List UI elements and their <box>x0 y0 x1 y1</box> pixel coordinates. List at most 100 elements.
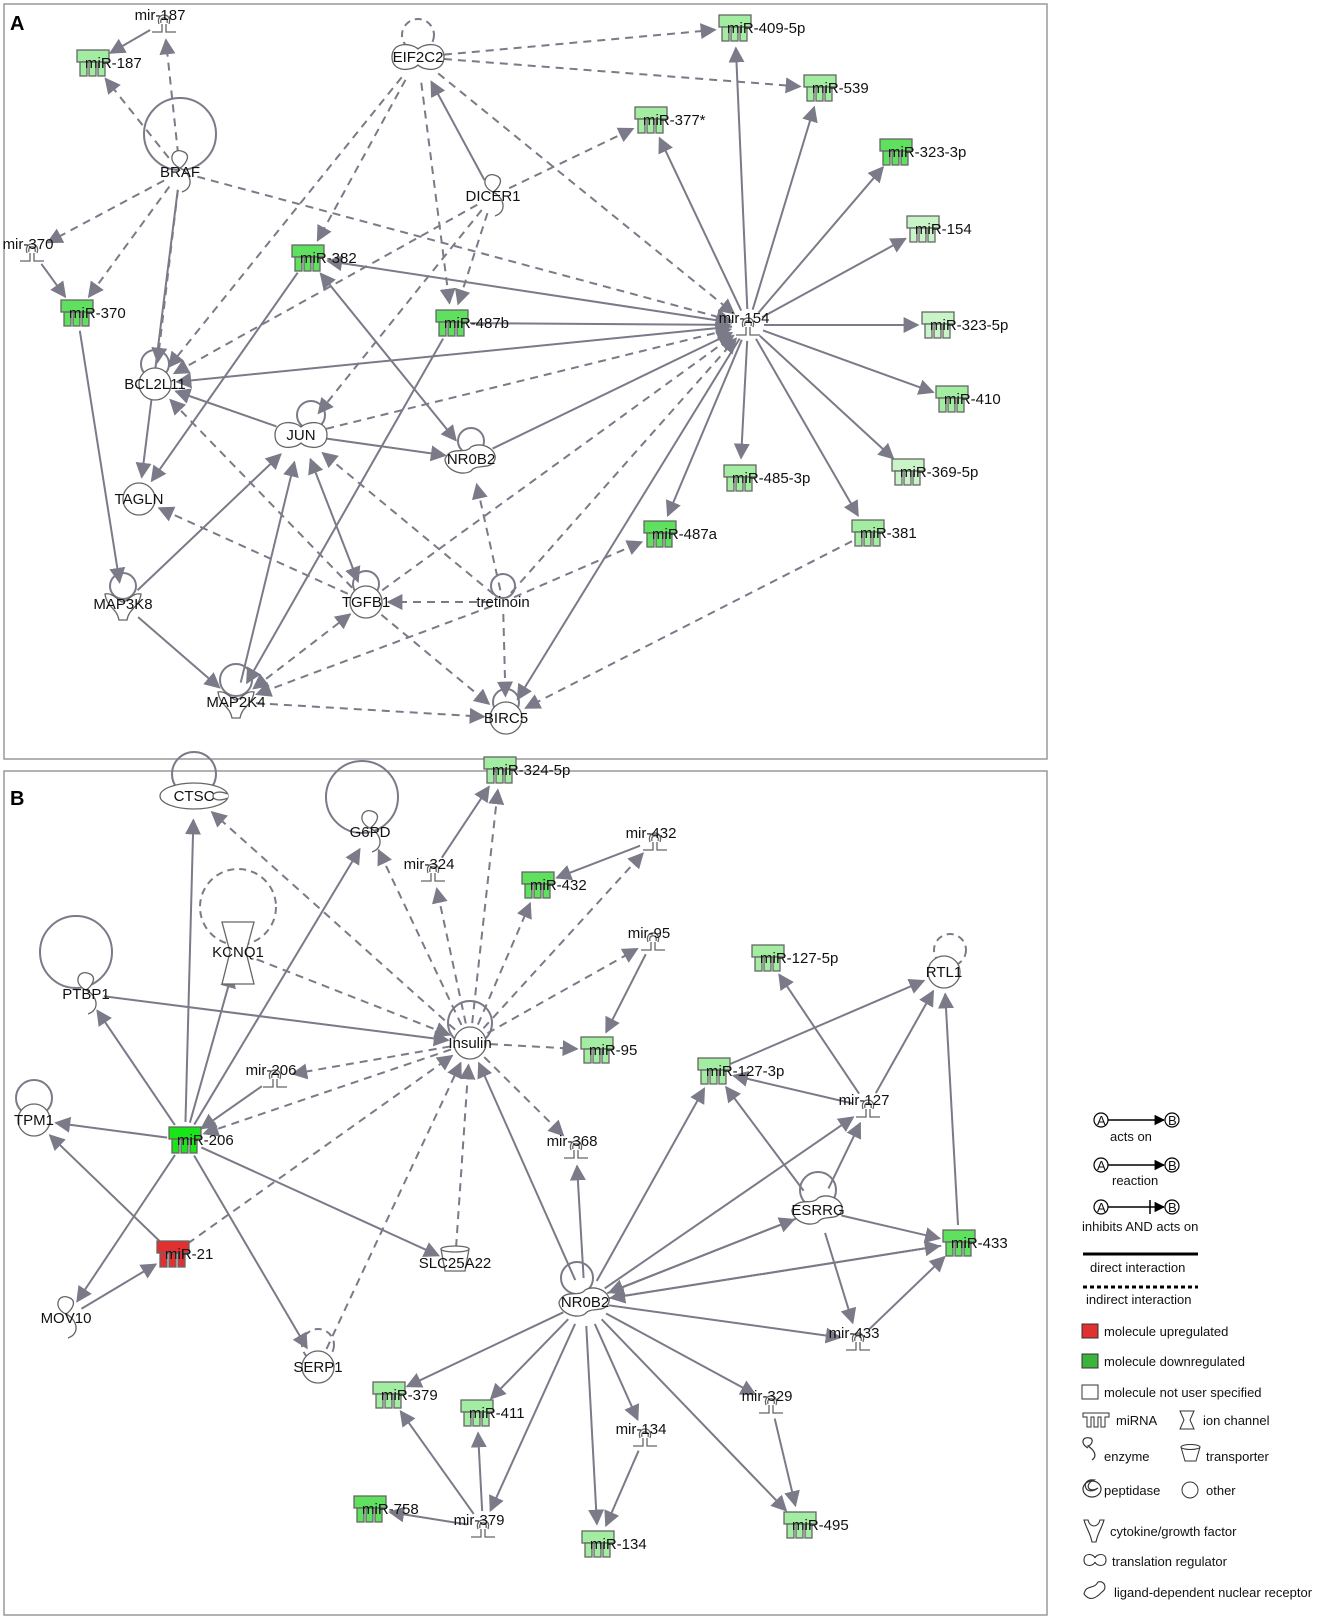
node-label: KCNQ1 <box>212 944 264 961</box>
node-label: JUN <box>286 427 315 444</box>
indirect-edge <box>252 613 352 690</box>
node-label: NR0B2 <box>447 451 495 468</box>
node-slc25a22: SLC25A22 <box>419 1245 492 1272</box>
legend-ligand-label: ligand-dependent nuclear receptor <box>1114 1585 1313 1600</box>
node-label: miR-539 <box>812 80 869 97</box>
direct-edge <box>555 844 641 881</box>
indirect-edge <box>524 540 853 709</box>
legend-inhibits-label: inhibits AND acts on <box>1082 1219 1198 1234</box>
node-label: miR-409-5p <box>727 20 805 37</box>
indirect-edge <box>508 127 635 190</box>
panel-b-letter: B <box>10 788 24 810</box>
direct-edge <box>868 1255 946 1330</box>
direct-edge <box>174 388 277 428</box>
node-label: miR-187 <box>85 55 142 72</box>
indirect-edge <box>455 1063 476 1248</box>
direct-edge <box>430 80 486 181</box>
node-mir-495: miR-495 <box>783 1511 849 1539</box>
node-mir-187: mir-187 <box>135 7 185 33</box>
direct-edge <box>728 46 749 310</box>
indirect-edge <box>513 540 644 599</box>
indirect-edge <box>380 613 491 705</box>
indirect-edge <box>255 702 486 724</box>
indirect-edge <box>210 810 456 1031</box>
direct-edge <box>731 1071 853 1105</box>
node-label: SERP1 <box>293 1359 342 1376</box>
indirect-edge <box>489 1040 579 1057</box>
legend-node-b-label: B <box>1168 1158 1177 1173</box>
node-label: SLC25A22 <box>419 1255 492 1272</box>
direct-edge <box>609 1244 942 1304</box>
indirect-edge <box>431 887 467 1024</box>
direct-edge <box>477 1061 577 1281</box>
legend-ion-channel-label: ion channel <box>1203 1413 1270 1428</box>
node-label: mir-433 <box>829 1325 880 1342</box>
node-label: miR-411 <box>469 1405 525 1422</box>
legend-down-swatch <box>1081 1353 1099 1369</box>
indirect-edge <box>187 1054 454 1245</box>
node-label: miR-127-5p <box>760 950 838 967</box>
direct-edge <box>874 989 935 1094</box>
node-label: miR-323-5p <box>930 317 1008 334</box>
node-mir-433: miR-433 <box>942 1229 1008 1257</box>
self-loop-edge <box>143 97 217 171</box>
node-mir-487b: miR-487b <box>435 309 509 337</box>
indirect-edge <box>377 848 463 1026</box>
legend-acts-on: A B acts on <box>1093 1112 1180 1144</box>
indirect-edge <box>159 38 180 155</box>
legend-down-label: molecule downregulated <box>1104 1354 1245 1369</box>
direct-edge <box>492 331 734 450</box>
node-tpm1: TPM1 <box>14 1103 54 1137</box>
direct-edge <box>604 1450 640 1528</box>
node-label: mir-379 <box>454 1512 505 1529</box>
node-label: miR-95 <box>589 1042 637 1059</box>
node-tretinoin: tretinoin <box>476 594 529 611</box>
node-tgfb1: TGFB1 <box>342 585 390 619</box>
node-label: miR-381 <box>860 525 917 542</box>
node-label: miR-134 <box>590 1536 647 1553</box>
legend-ion-channel-icon <box>1179 1410 1195 1430</box>
node-label: miR-495 <box>792 1517 849 1534</box>
indirect-edge <box>157 506 349 595</box>
node-mir-377-: miR-377* <box>634 106 706 134</box>
legend-node-a-label: A <box>1097 1200 1106 1215</box>
node-label: mir-154 <box>719 310 770 327</box>
node-mir-127-3p: miR-127-3p <box>697 1057 784 1085</box>
node-tagln: TAGLN <box>115 482 163 516</box>
direct-edge <box>593 1323 640 1422</box>
legend-enzyme-icon <box>1082 1437 1096 1461</box>
node-label: miR-379 <box>381 1387 438 1404</box>
node-mir-382: miR-382 <box>291 244 357 272</box>
node-mir-409-5p: miR-409-5p <box>718 14 805 42</box>
node-label: MAP2K4 <box>206 694 265 711</box>
direct-edge <box>78 330 126 584</box>
direct-edge <box>733 340 750 460</box>
node-mir-134: miR-134 <box>581 1530 647 1558</box>
direct-edge <box>469 316 732 333</box>
node-label: mir-134 <box>616 1421 667 1438</box>
legend-cytokine-icon <box>1083 1519 1105 1543</box>
direct-edge <box>40 263 67 299</box>
node-mir-432: miR-432 <box>521 871 587 899</box>
indirect-edge <box>510 337 738 594</box>
direct-edge <box>761 237 907 319</box>
indirect-edge <box>482 852 644 1029</box>
indirect-edge <box>437 72 736 315</box>
node-mir-487a: miR-487a <box>643 520 718 548</box>
indirect-edge <box>321 451 495 596</box>
node-label: mir-432 <box>626 825 677 842</box>
node-label: miR-758 <box>362 1501 419 1518</box>
direct-edge <box>150 272 299 483</box>
node-label: miR-432 <box>530 877 587 894</box>
node-mir-323-3p: miR-323-3p <box>879 138 966 166</box>
self-loop-edge <box>490 573 516 599</box>
node-insulin: Insulin <box>448 1026 492 1060</box>
node-label: miR-369-5p <box>900 464 978 481</box>
indirect-edge <box>167 76 403 369</box>
node-rtl1: RTL1 <box>926 955 962 989</box>
direct-edge <box>824 1232 857 1325</box>
direct-edge <box>135 189 179 479</box>
direct-edge <box>569 1164 586 1279</box>
